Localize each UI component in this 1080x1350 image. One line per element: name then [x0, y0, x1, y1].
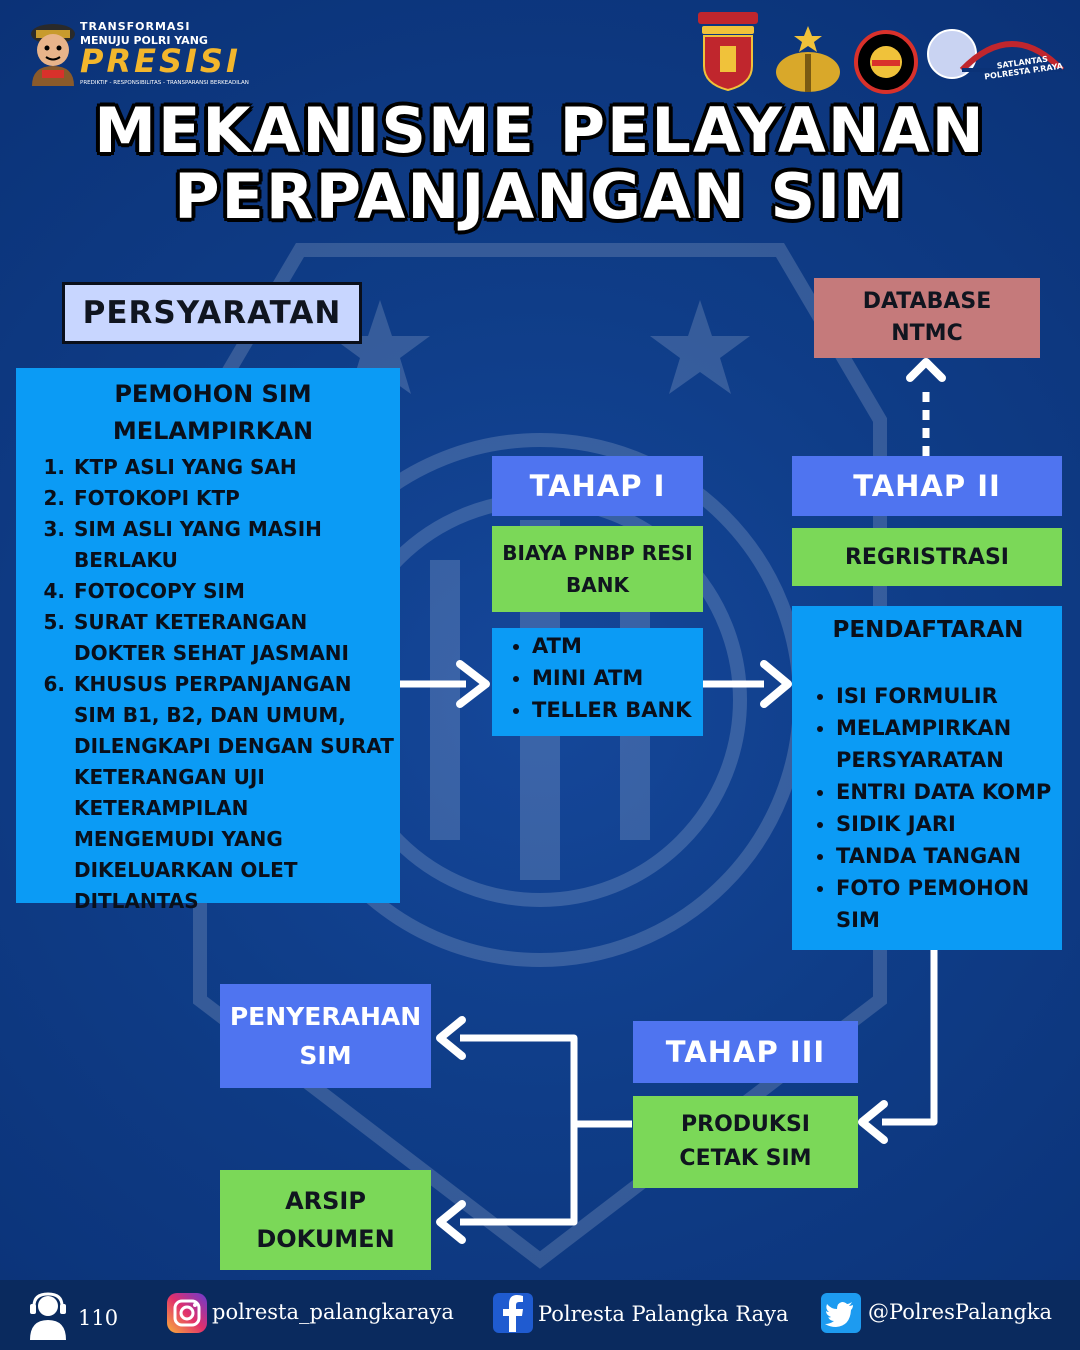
partisipasi-seal-icon: [854, 30, 918, 94]
satlantas-bridge-logo-icon: [927, 29, 1064, 79]
biaya-line1: BIAYA PNBP RESI: [502, 541, 693, 565]
title-line2: PERPANJANGAN SIM: [174, 160, 906, 233]
presisi-tagline: PREDIKTIF - RESPONSIBILITAS - TRANSPARAN…: [80, 80, 249, 86]
presisi-brand: PRESISI: [80, 42, 241, 80]
pendaftaran-step-item: TANDA TANGAN: [836, 840, 1054, 872]
payment-method-item: MINI ATM: [532, 662, 703, 694]
database-line2: NTMC: [891, 321, 963, 346]
polri-emblem-icon: [776, 26, 840, 92]
page-title: MEKANISME PELAYANAN PERPANJANGAN SIM: [20, 98, 1060, 230]
footer: 110 polresta_palangkaraya Polresta Palan…: [0, 1280, 1080, 1350]
presisi-logo: TRANSFORMASI MENUJU POLRI YANG PRESISI P…: [24, 18, 274, 88]
arsip-dokumen-box: ARSIP DOKUMEN: [220, 1170, 431, 1270]
penyerahan-line1: PENYERAHAN: [229, 1002, 422, 1031]
biaya-pnbp-box: BIAYA PNBP RESI BANK: [492, 526, 703, 612]
produksi-cetak-sim-box: PRODUKSI CETAK SIM: [633, 1096, 858, 1188]
payment-method-item: ATM: [532, 630, 703, 662]
facebook-icon[interactable]: [492, 1292, 534, 1334]
pendaftaran-step-item: FOTO PEMOHON SIM: [836, 872, 1054, 936]
requirements-list: KTP ASLI YANG SAH FOTOKOPI KTP SIM ASLI …: [32, 452, 394, 917]
requirements-title: PEMOHON SIM MELAMPIRKAN: [32, 376, 394, 450]
presisi-line2: MENUJU POLRI YANG: [80, 34, 208, 47]
police-mascot-icon: [31, 24, 75, 86]
footer-facebook-name[interactable]: Polresta Palangka Raya: [538, 1302, 789, 1326]
footer-instagram-handle[interactable]: polresta_palangkaraya: [212, 1300, 454, 1324]
requirements-title-line1: PEMOHON SIM: [114, 380, 312, 408]
pendaftaran-step-item: SIDIK JARI: [836, 808, 1054, 840]
requirement-item: FOTOCOPY SIM: [72, 576, 394, 607]
database-line1: DATABASE: [862, 289, 992, 314]
tahap1-label: TAHAP I: [492, 456, 703, 516]
pendaftaran-step-item: ISI FORMULIR: [836, 680, 1054, 712]
pendaftaran-title: PENDAFTARAN: [832, 617, 1024, 643]
pendaftaran-box: PENDAFTARAN ISI FORMULIR MELAMPIRKAN PER…: [792, 606, 1062, 950]
instagram-icon[interactable]: [166, 1292, 208, 1334]
persyaratan-label: PERSYARATAN: [62, 282, 362, 344]
call-center-agent-icon: [30, 1292, 66, 1340]
produksi-line1: PRODUKSI: [681, 1112, 810, 1137]
arsip-line1: ARSIP: [285, 1187, 366, 1215]
registrasi-box: REGRISTRASI: [792, 528, 1062, 586]
footer-phone: 110: [78, 1306, 119, 1330]
penyerahan-sim-box: PENYERAHAN SIM: [220, 984, 431, 1088]
pendaftaran-step-item: MELAMPIRKAN PERSYARATAN: [836, 712, 1054, 776]
title-line1: MEKANISME PELAYANAN: [94, 94, 986, 167]
pendaftaran-step-item: ENTRI DATA KOMP: [836, 776, 1054, 808]
arsip-line2: DOKUMEN: [256, 1225, 395, 1253]
requirement-item: KHUSUS PERPANJANGAN SIM B1, B2, DAN UMUM…: [72, 669, 394, 917]
pendaftaran-steps-list: ISI FORMULIR MELAMPIRKAN PERSYARATAN ENT…: [794, 680, 1054, 936]
penyerahan-line2: SIM: [299, 1041, 352, 1070]
tahap3-label: TAHAP III: [633, 1021, 858, 1083]
payment-methods-box: ATM MINI ATM TELLER BANK: [492, 628, 703, 736]
database-ntmc-box: DATABASE NTMC: [814, 278, 1040, 358]
tahap2-label: TAHAP II: [792, 456, 1062, 516]
polresta-badge-icon: [698, 12, 758, 92]
requirements-title-line2: MELAMPIRKAN: [112, 417, 314, 445]
requirement-item: SIM ASLI YANG MASIH BERLAKU: [72, 514, 394, 576]
requirement-item: SURAT KETERANGAN DOKTER SEHAT JASMANI: [72, 607, 394, 669]
twitter-icon[interactable]: [820, 1292, 862, 1334]
payment-method-item: TELLER BANK: [532, 694, 703, 726]
footer-twitter-handle[interactable]: @PolresPalangka: [868, 1300, 1053, 1324]
requirement-item: KTP ASLI YANG SAH: [72, 452, 394, 483]
requirement-item: FOTOKOPI KTP: [72, 483, 394, 514]
presisi-line1: TRANSFORMASI: [80, 20, 191, 33]
payment-methods-list: ATM MINI ATM TELLER BANK: [492, 630, 703, 726]
requirements-box: PEMOHON SIM MELAMPIRKAN KTP ASLI YANG SA…: [16, 368, 400, 913]
biaya-line2: BANK: [566, 573, 629, 597]
produksi-line2: CETAK SIM: [679, 1146, 812, 1171]
